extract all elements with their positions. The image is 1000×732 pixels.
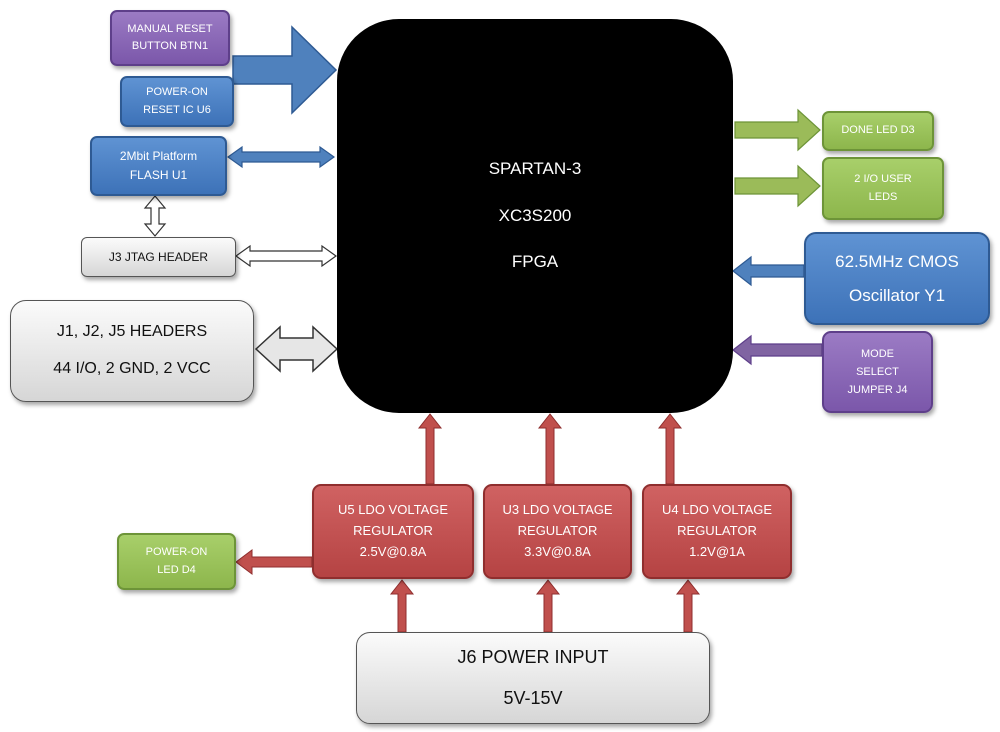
user-leds-arrow [734, 164, 821, 208]
regulator-u4-label: U4 LDO VOLTAGE [661, 502, 773, 518]
power-input-range: 5V-15V [503, 688, 563, 708]
oscillator-label: 62.5MHz CMOS [835, 251, 959, 271]
io-headers-block: J1, J2, J5 HEADERS 44 I/O, 2 GND, 2 VCC [10, 300, 254, 402]
fpga-block: SPARTAN-3 XC3S200 FPGA [337, 19, 733, 413]
regulator-u5-label: U5 LDO VOLTAGE [337, 502, 449, 518]
regulator-u5-sublabel: REGULATOR [353, 523, 433, 539]
reg-u5-arrow [417, 413, 443, 485]
mode-select-block: MODE SELECT JUMPER J4 [822, 331, 933, 413]
power-led-arrow [235, 549, 313, 575]
manual-reset-block: MANUAL RESET BUTTON BTN1 [110, 10, 230, 66]
done-led-label: DONE LED D3 [841, 124, 915, 137]
manual-reset-label: MANUAL RESET [127, 22, 213, 35]
mode-select-label-3: JUMPER J4 [847, 384, 908, 397]
power-on-reset-label: POWER-ON [146, 86, 208, 99]
oscillator-block: 62.5MHz CMOS Oscillator Y1 [804, 232, 990, 325]
manual-reset-sublabel: BUTTON BTN1 [131, 40, 209, 52]
user-leds-sublabel: LEDS [868, 190, 898, 203]
jtag-bus-arrow [234, 244, 338, 268]
flash-sublabel: FLASH U1 [129, 168, 188, 182]
oscillator-arrow [732, 255, 805, 287]
regulator-u3-label: U3 LDO VOLTAGE [502, 502, 613, 518]
regulator-u3-block: U3 LDO VOLTAGE REGULATOR 3.3V@0.8A [483, 484, 632, 579]
user-leds-block: 2 I/O USER LEDS [822, 157, 944, 220]
flash-label: 2Mbit Platform [119, 149, 198, 164]
power-on-reset-block: POWER-ON RESET IC U6 [120, 76, 234, 127]
fpga-family: SPARTAN-3 [488, 158, 582, 178]
jtag-header-block: J3 JTAG HEADER [81, 237, 236, 277]
regulator-u3-sublabel: REGULATOR [517, 523, 598, 539]
done-led-block: DONE LED D3 [822, 111, 934, 151]
power-on-reset-sublabel: RESET IC U6 [143, 103, 211, 116]
oscillator-sublabel: Oscillator Y1 [848, 285, 946, 305]
fpga-part: XC3S200 [498, 205, 572, 225]
reg-u3-arrow [537, 413, 563, 485]
mode-select-label-2: SELECT [856, 365, 899, 378]
regulator-u5-rating: 2.5V@0.8A [359, 543, 427, 559]
regulator-u5-block: U5 LDO VOLTAGE REGULATOR 2.5V@0.8A [312, 484, 474, 579]
regulator-u4-sublabel: REGULATOR [677, 523, 757, 539]
done-led-arrow [734, 108, 821, 152]
flash-jtag-arrow [143, 195, 167, 237]
power-input-block: J6 POWER INPUT 5V-15V [356, 632, 710, 724]
user-leds-label: 2 I/O USER [854, 173, 912, 186]
io-headers-label: J1, J2, J5 HEADERS [56, 323, 208, 341]
power-input-label: J6 POWER INPUT [457, 646, 609, 667]
regulator-u3-rating: 3.3V@0.8A [524, 543, 591, 559]
regulator-u4-block: U4 LDO VOLTAGE REGULATOR 1.2V@1A [642, 484, 792, 579]
power-led-block: POWER-ON LED D4 [117, 533, 236, 590]
io-headers-sublabel: 44 I/O, 2 GND, 2 VCC [53, 360, 211, 377]
mode-select-label: MODE [861, 347, 894, 360]
jtag-header-label: J3 JTAG HEADER [108, 249, 209, 264]
power-u3-arrow [535, 579, 561, 633]
mode-select-arrow [732, 334, 823, 366]
power-led-sublabel: LED D4 [157, 563, 196, 576]
fpga-type: FPGA [511, 252, 559, 272]
flash-bus-arrow [226, 145, 336, 169]
flash-block: 2Mbit Platform FLASH U1 [90, 136, 227, 196]
regulator-u4-rating: 1.2V@1A [689, 543, 745, 559]
headers-bus-arrow [254, 325, 339, 373]
reg-u4-arrow [657, 413, 683, 485]
power-led-label: POWER-ON [145, 546, 208, 559]
reset-arrow [232, 25, 338, 115]
power-u5-arrow [389, 579, 415, 633]
power-u4-arrow [675, 579, 701, 633]
